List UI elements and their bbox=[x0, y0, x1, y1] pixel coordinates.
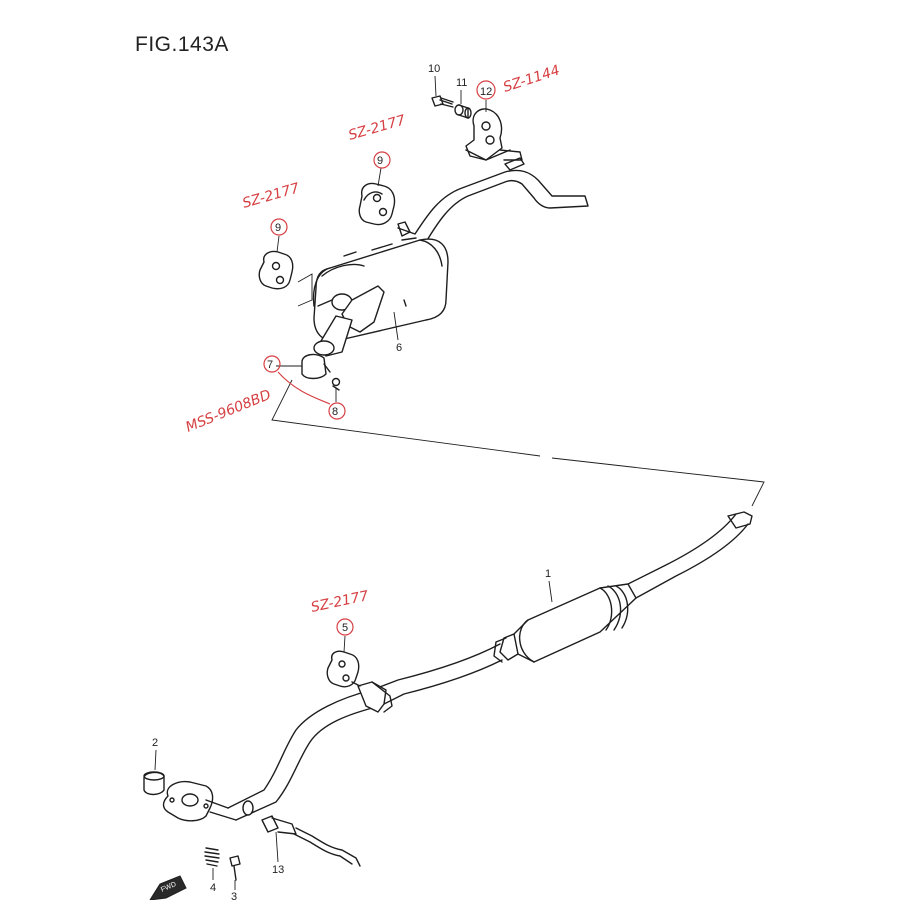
spring-4 bbox=[204, 847, 220, 867]
part-label-5: 5 bbox=[342, 622, 348, 634]
assembly-guide-lines bbox=[271, 273, 765, 507]
part-label-2: 2 bbox=[152, 737, 158, 749]
part-label-13: 13 bbox=[272, 864, 284, 876]
bolt-10 bbox=[431, 95, 454, 108]
rubber-mount-9-left bbox=[258, 250, 294, 290]
fwd-arrow-icon: FWD bbox=[149, 875, 187, 900]
clamp-7 bbox=[301, 353, 331, 380]
red-circles-lower bbox=[336, 618, 354, 636]
oxygen-sensor-13 bbox=[261, 815, 361, 867]
rubber-mount-9-right bbox=[358, 182, 396, 226]
center-pipe-1 bbox=[227, 511, 753, 821]
part-label-6: 6 bbox=[396, 342, 402, 354]
part-label-7: 7 bbox=[267, 359, 273, 371]
note-sz-2177-right: SZ-2177 bbox=[347, 112, 408, 144]
collar-11 bbox=[454, 104, 472, 119]
note-sz-2177-lower: SZ-2177 bbox=[310, 588, 371, 616]
part-label-3: 3 bbox=[231, 891, 237, 900]
red-circles-upper bbox=[263, 80, 496, 420]
part-label-9-right: 9 bbox=[377, 155, 383, 167]
part-label-4: 4 bbox=[210, 882, 216, 894]
gasket-ring-2 bbox=[143, 771, 165, 796]
part-labels-upper: 10 11 12 9 9 6 7 8 bbox=[267, 63, 492, 418]
part-label-11: 11 bbox=[456, 77, 467, 89]
part-label-9-left: 9 bbox=[275, 222, 281, 234]
note-mss-9608bd: MSS-9608BD bbox=[184, 387, 274, 436]
part-labels-lower: 1 5 2 4 3 13 bbox=[152, 568, 553, 900]
part-label-8: 8 bbox=[332, 406, 338, 418]
rubber-mount-5 bbox=[326, 650, 361, 688]
part-label-12: 12 bbox=[480, 86, 492, 98]
handwritten-notes-lower: SZ-2177 bbox=[310, 588, 371, 616]
bolt-3 bbox=[229, 855, 241, 881]
figure-title: FIG.143A bbox=[135, 33, 229, 56]
exhaust-flange bbox=[162, 780, 237, 822]
part-label-10: 10 bbox=[428, 63, 440, 75]
part-label-1: 1 bbox=[545, 568, 551, 580]
muffler-6 bbox=[312, 237, 449, 357]
hanger-bracket-12 bbox=[465, 108, 523, 161]
note-sz-2177-left: SZ-2177 bbox=[241, 180, 302, 212]
note-sz-1144: SZ-1144 bbox=[501, 63, 562, 96]
tail-pipe bbox=[397, 157, 589, 243]
